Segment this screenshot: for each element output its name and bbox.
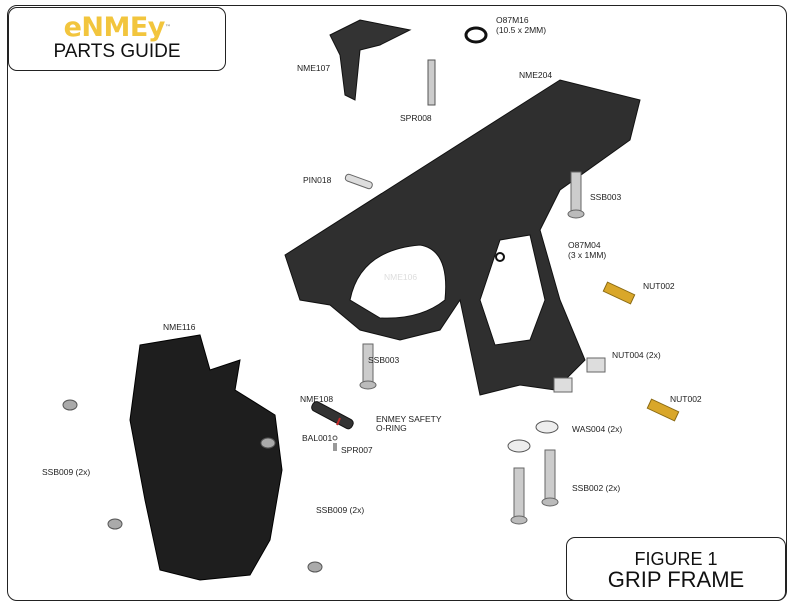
label-nut002-top: NUT002 xyxy=(643,281,675,291)
screw-part xyxy=(107,518,123,530)
label-nme116: NME116 xyxy=(163,322,196,332)
washer-part xyxy=(535,420,559,434)
label-pin018: PIN018 xyxy=(303,175,332,185)
oring-small-part xyxy=(495,252,505,262)
outer-frame xyxy=(7,5,787,601)
oring-large-part xyxy=(464,26,488,44)
grip-frame-part xyxy=(284,79,641,396)
label-safety-oring-2: O-RING xyxy=(376,423,407,433)
label-o87m16-size: (10.5 x 2MM) xyxy=(496,25,547,35)
trigger-guard-opening xyxy=(349,244,447,319)
spring-part xyxy=(427,59,436,106)
trademark: ™ xyxy=(164,24,171,31)
label-was004: WAS004 (2x) xyxy=(572,424,623,434)
figure-title: GRIP FRAME xyxy=(607,567,745,592)
parts-guide-title: PARTS GUIDE xyxy=(53,41,181,62)
label-spr008: SPR008 xyxy=(400,113,432,123)
label-nme107: NME107 xyxy=(297,63,331,73)
label-ssb009-left: SSB009 (2x) xyxy=(42,467,91,477)
pin-part xyxy=(344,173,373,190)
label-ssb003-mid: SSB003 xyxy=(368,355,400,365)
figure-number: FIGURE 1 xyxy=(634,549,718,569)
screw-part xyxy=(307,561,323,573)
safety-part xyxy=(311,401,354,430)
square-nut-part xyxy=(586,357,606,373)
label-o87m04-size: (3 x 1MM) xyxy=(568,250,607,260)
label-nut002-bottom: NUT002 xyxy=(670,394,702,404)
label-nut004: NUT004 (2x) xyxy=(612,350,661,360)
grip-frame-opening xyxy=(479,234,546,346)
washer-part xyxy=(507,439,531,453)
screw-part xyxy=(544,449,556,501)
label-nme106: NME106 xyxy=(384,272,418,282)
label-o87m04: O87M04 xyxy=(568,240,601,250)
brass-nut-part xyxy=(646,398,680,422)
label-o87m16: O87M16 xyxy=(496,15,529,25)
label-bal001: BAL001 xyxy=(302,433,333,443)
screw-part xyxy=(260,437,276,449)
brand-logo: eNMEy™ xyxy=(9,14,225,42)
screw-part xyxy=(513,467,525,519)
trigger-part xyxy=(329,19,412,101)
label-ssb009-bottom: SSB009 (2x) xyxy=(316,505,365,515)
figure-caption-box: FIGURE 1 GRIP FRAME xyxy=(566,537,786,601)
label-ssb003-top: SSB003 xyxy=(590,192,622,202)
label-spr007: SPR007 xyxy=(341,445,373,455)
label-nme108: NME108 xyxy=(300,394,334,404)
brand-logo-box: eNMEy™ PARTS GUIDE xyxy=(8,7,226,71)
label-ssb002: SSB002 (2x) xyxy=(572,483,621,493)
label-safety-oring-1: ENMEY SAFETY xyxy=(376,414,442,424)
screw-part xyxy=(570,171,582,213)
square-nut-part xyxy=(553,377,573,393)
grip-panel-part xyxy=(129,334,283,581)
label-nme204: NME204 xyxy=(519,70,553,80)
brass-nut-part xyxy=(602,281,636,305)
screw-part xyxy=(62,399,78,411)
brand-name: eNMEy xyxy=(63,12,166,43)
